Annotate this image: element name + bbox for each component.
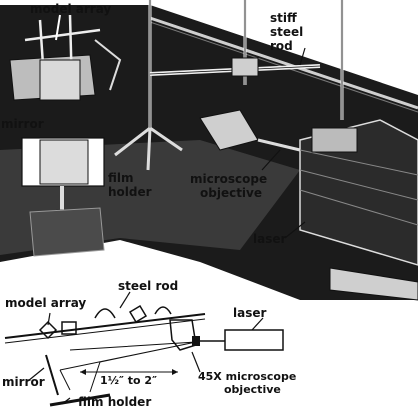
- photo-label-objective: objective: [200, 186, 262, 200]
- photo-label-model-array: model array: [30, 2, 111, 16]
- photo-label-steel: steel: [270, 25, 303, 39]
- schematic-label-objective-line2: objective: [224, 383, 281, 396]
- schematic-label-laser: laser: [233, 306, 266, 320]
- photo-label-mirror: mirror: [1, 117, 44, 131]
- schematic-diagram: model array steel rod laser mirror 1½″ t…: [2, 279, 296, 409]
- photo-label-stiff: stiff: [270, 11, 297, 25]
- photo-label-laser: laser: [253, 232, 286, 246]
- schematic-label-film-holder: film holder: [78, 395, 151, 409]
- photo-label-film: film: [108, 171, 134, 185]
- photo-label-rod: rod: [270, 39, 293, 53]
- schematic-label-distance: 1½″ to 2″: [100, 374, 157, 387]
- photo-label-microscope: microscope: [190, 172, 267, 186]
- apparatus-sketch: model array stiff steel rod mirror film …: [0, 0, 418, 301]
- schematic-label-model-array: model array: [5, 296, 86, 310]
- schematic-label-objective-line1: 45X microscope: [198, 370, 296, 383]
- photo-label-holder: holder: [108, 185, 152, 199]
- schematic-label-steel-rod: steel rod: [118, 279, 178, 293]
- schematic-label-mirror: mirror: [2, 375, 45, 389]
